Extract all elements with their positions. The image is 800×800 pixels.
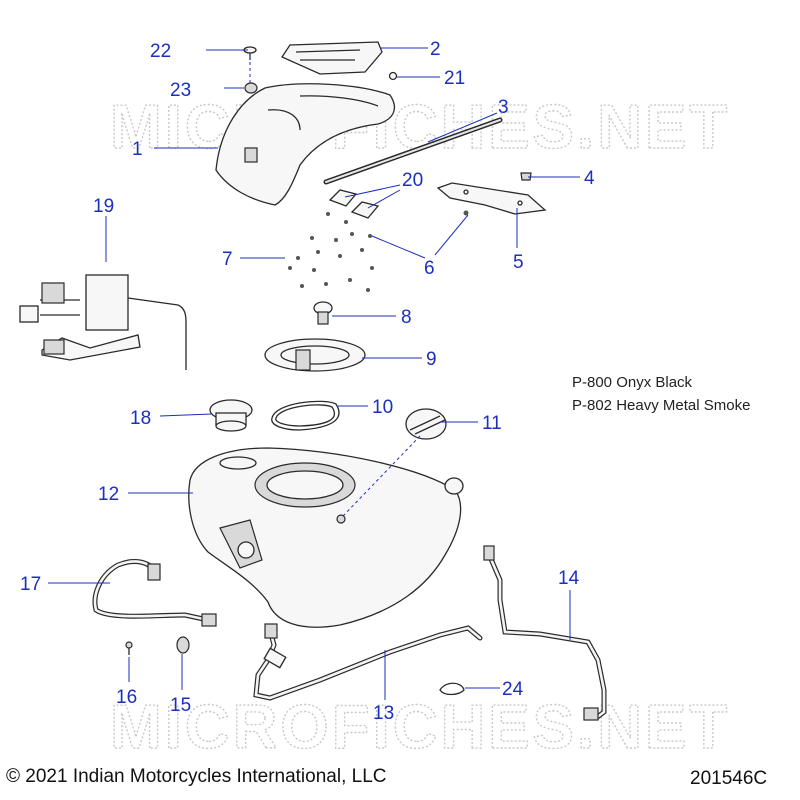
callout-1: 1 [132,139,143,160]
part-20-clips [328,189,380,219]
part-1-console-cover [215,83,395,206]
callout-8: 8 [401,307,412,328]
part-8-valve [313,301,333,325]
part-10-gasket [271,400,340,431]
callout-21: 21 [444,68,465,89]
callout-11: 11 [482,413,502,434]
callout-6: 6 [424,258,435,279]
part-13-vent-line [253,623,483,701]
part-21-screw [388,71,398,81]
callout-15: 15 [170,695,191,716]
part-23-grommet [244,82,258,94]
callout-23: 23 [170,80,191,101]
callout-3: 3 [498,97,509,118]
callout-16: 16 [116,687,137,708]
callout-9: 9 [426,349,437,370]
part-11-cap [405,408,447,440]
part-15-clamp [176,636,190,654]
fastener-pattern [288,210,469,292]
part-4-screw [520,172,532,181]
callout-4: 4 [584,168,595,189]
part-2-trim-plate [281,41,383,75]
callout-24: 24 [502,679,524,700]
part-12-fuel-tank [188,447,464,628]
callout-17: 17 [20,574,41,595]
leader-lines [48,47,580,700]
callout-7: 7 [222,249,233,270]
callout-19: 19 [93,196,114,217]
part-5-bracket [436,182,547,215]
callout-2: 2 [430,39,441,60]
watermark-bottom: MICROFICHES.NET [110,693,730,762]
part-17-hose [92,559,217,627]
part-18-fuel-cap [209,399,253,432]
callout-12: 12 [98,484,119,505]
part-9-mounting-ring [264,338,366,372]
callout-14: 14 [558,568,580,589]
callout-18: 18 [130,408,151,429]
callout-13: 13 [373,703,394,724]
diagram-id: 201546C [690,768,768,789]
callout-22: 22 [150,41,171,62]
callout-5: 5 [513,252,524,273]
callout-20: 20 [402,170,423,191]
part-3-strip [323,117,503,185]
copyright-text: © 2021 Indian Motorcycles International,… [6,766,387,787]
part-14-line [483,545,607,721]
part-19-fuel-pump [19,274,187,370]
color-note-2: P-802 Heavy Metal Smoke [572,397,751,414]
part-16-clip [125,641,133,655]
color-note-1: P-800 Onyx Black [572,374,693,391]
callout-10: 10 [372,397,393,418]
part-24-clip [439,682,465,696]
watermark-top: MICROFICHES.NET [110,93,730,162]
